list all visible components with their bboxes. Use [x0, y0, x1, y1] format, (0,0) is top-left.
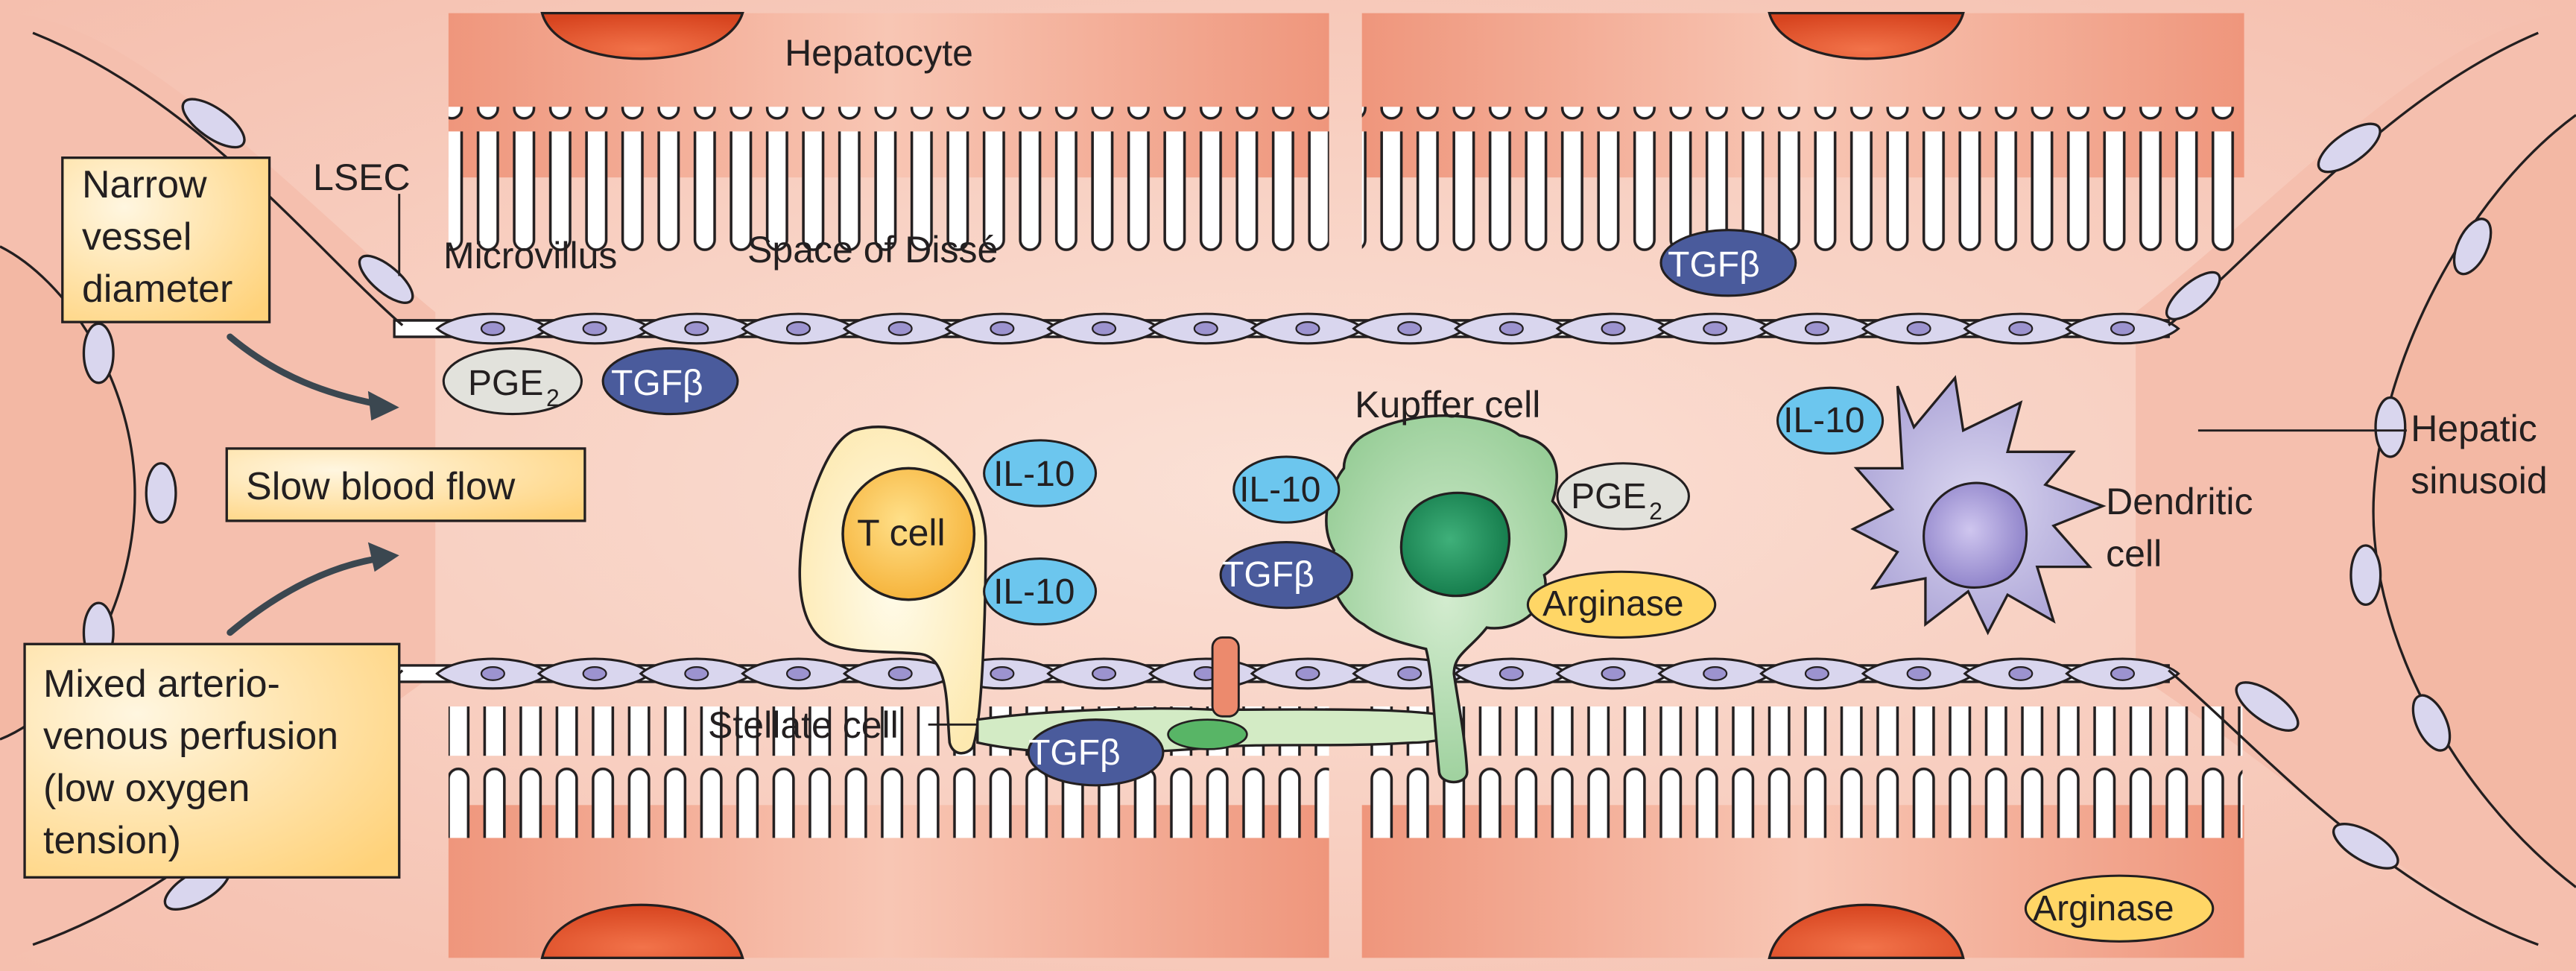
- svg-text:PGE: PGE: [1571, 477, 1646, 516]
- svg-text:IL-10: IL-10: [1783, 401, 1864, 440]
- svg-text:Arginase: Arginase: [2033, 889, 2174, 929]
- il10-dendritic: IL-10: [1776, 386, 1884, 455]
- lsec-cells: [435, 312, 2180, 690]
- lsec-nucleus: [2008, 666, 2034, 681]
- lsec-nucleus: [1703, 666, 1728, 681]
- svg-text:IL-10: IL-10: [1239, 470, 1320, 510]
- right-tissue: [2373, 115, 2576, 888]
- il10-tcell-top: IL-10: [983, 439, 1098, 507]
- svg-text:IL-10: IL-10: [993, 572, 1075, 612]
- mixed-perfusion-box: Mixed arterio- venous perfusion (low oxy…: [23, 642, 401, 879]
- lsec-nucleus: [1703, 321, 1728, 336]
- svg-text:PGE: PGE: [468, 364, 543, 403]
- lsec-nucleus: [2110, 321, 2136, 336]
- hepatocyte-label: Hepatocyte: [785, 32, 973, 74]
- mixed-line-4: tension): [43, 819, 181, 862]
- svg-text:2: 2: [1649, 498, 1662, 525]
- flow-arrows: [227, 333, 382, 636]
- pge2-left: PGE 2: [442, 347, 583, 416]
- lsec-label: LSEC: [313, 156, 411, 198]
- narrow-line-1: Narrow: [82, 163, 207, 206]
- mixed-line-1: Mixed arterio-: [43, 662, 280, 706]
- lsec-nucleus: [480, 666, 505, 681]
- svg-text:Arginase: Arginase: [1542, 584, 1683, 624]
- lsec-nucleus: [582, 666, 607, 681]
- lsec-nucleus: [1804, 666, 1829, 681]
- stellate-cell-label: Stellate cell: [708, 704, 899, 746]
- slow-blood-flow-box: Slow blood flow: [225, 447, 586, 522]
- lsec-nucleus: [2110, 666, 2136, 681]
- tgfb-stellate: TGFβ: [1027, 718, 1165, 787]
- svg-text:IL-10: IL-10: [993, 455, 1075, 494]
- lsec-nucleus: [990, 666, 1015, 681]
- lsec-nucleus: [1295, 666, 1320, 681]
- lsec-nucleus: [684, 321, 709, 336]
- il10-tcell-bottom: IL-10: [983, 557, 1098, 626]
- lsec-nucleus: [582, 321, 607, 336]
- t-cell: [798, 426, 987, 755]
- lsec-nucleus: [785, 666, 811, 681]
- lsec-nucleus: [1499, 321, 1524, 336]
- lsec-nucleus: [785, 321, 811, 336]
- svg-text:TGFβ: TGFβ: [1222, 555, 1314, 595]
- lsec-nucleus: [2008, 321, 2034, 336]
- tgfb-kupffer: TGFβ: [1219, 541, 1354, 610]
- arginase-kupffer: Arginase: [1526, 570, 1717, 639]
- mixed-line-3: (low oxygen: [43, 767, 250, 810]
- svg-text:TGFβ: TGFβ: [611, 364, 703, 403]
- hepatic-sinusoid-label-2: sinusoid: [2411, 460, 2547, 502]
- lsec-nucleus: [1397, 666, 1423, 681]
- lsec-nucleus: [1092, 666, 1117, 681]
- hepatocyte-top-right: [1361, 11, 2244, 255]
- narrow-line-3: diameter: [82, 268, 232, 311]
- lsec-nucleus: [1601, 666, 1626, 681]
- tgfb-top: TGFβ: [1659, 229, 1797, 297]
- lsec-nucleus: [887, 321, 913, 336]
- svg-text:TGFβ: TGFβ: [1028, 733, 1121, 773]
- space-of-disse-label: Space of Dissé: [747, 229, 998, 271]
- arginase-bottom: Arginase: [2024, 874, 2215, 943]
- leader-lines: [398, 174, 2407, 726]
- tgfb-left: TGFβ: [601, 347, 739, 416]
- dendritic-label-2: cell: [2106, 533, 2162, 575]
- lsec-nucleus: [1906, 321, 1931, 336]
- kupffer-cell: [1325, 414, 1568, 784]
- kupffer-cell-label: Kupffer cell: [1355, 384, 1540, 426]
- lsec-nucleus: [480, 321, 505, 336]
- il10-kupffer: IL-10: [1232, 455, 1341, 524]
- lsec-nucleus: [1906, 666, 1931, 681]
- svg-text:2: 2: [546, 385, 560, 411]
- lsec-nucleus: [1499, 666, 1524, 681]
- hepatic-sinusoid-label-1: Hepatic: [2411, 408, 2537, 449]
- lsec-nucleus: [1397, 321, 1423, 336]
- lsec-nucleus: [1295, 321, 1320, 336]
- lsec-nucleus: [1092, 321, 1117, 336]
- arrowheads: [367, 390, 399, 572]
- dendritic-label-1: Dendritic: [2106, 481, 2253, 522]
- narrow-line-2: vessel: [82, 215, 192, 259]
- lsec-nucleus: [1601, 321, 1626, 336]
- lsec-nucleus: [990, 321, 1015, 336]
- lsec-nucleus: [684, 666, 709, 681]
- slow-line: Slow blood flow: [246, 465, 516, 508]
- microvillus-label: Microvillus: [443, 235, 617, 276]
- svg-text:TGFβ: TGFβ: [1668, 245, 1760, 285]
- lsec-nucleus: [1193, 321, 1218, 336]
- lsec-nucleus: [1804, 321, 1829, 336]
- dendritic-cell: [1850, 375, 2107, 636]
- narrow-vessel-box: Narrow vessel diameter: [61, 156, 271, 323]
- hepatocyte-top-left: [448, 11, 1329, 255]
- t-cell-label: T cell: [857, 512, 946, 554]
- lsec-nucleus: [887, 666, 913, 681]
- mixed-line-2: venous perfusion: [43, 715, 338, 758]
- pge2-kupffer: PGE 2: [1556, 462, 1690, 531]
